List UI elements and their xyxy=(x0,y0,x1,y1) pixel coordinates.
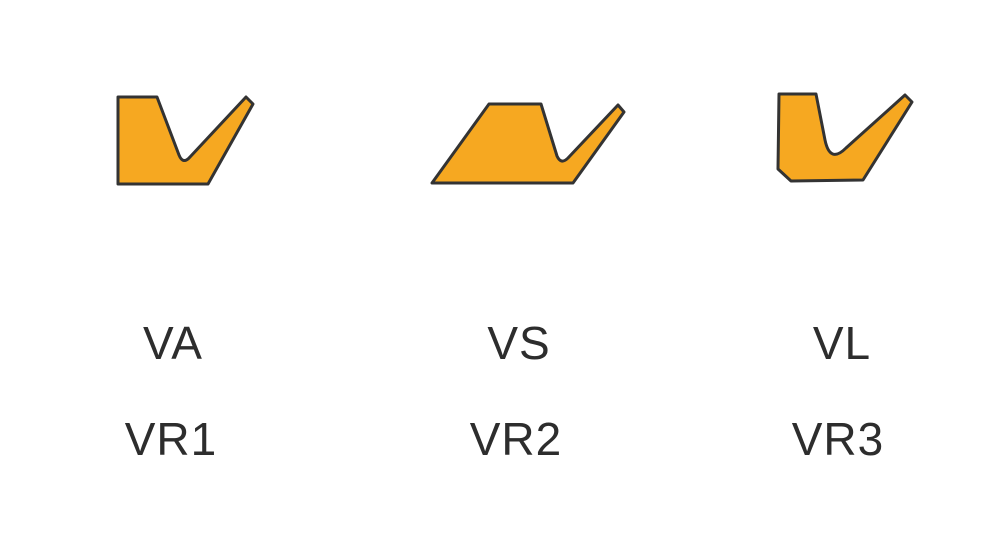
series-label-vr1: VR1 xyxy=(124,413,218,465)
vs-seal-profile-shape xyxy=(430,102,626,185)
type-label-va: VA xyxy=(143,317,203,369)
series-label-vr3: VR3 xyxy=(791,413,885,465)
vl-seal-profile-shape xyxy=(776,92,914,183)
type-label-vl: VL xyxy=(812,317,872,369)
va-seal-profile-shape xyxy=(116,95,255,186)
vl-profile-path xyxy=(776,92,914,183)
series-label-vr2: VR2 xyxy=(469,413,563,465)
type-label-vs: VS xyxy=(487,317,551,369)
va-profile-path xyxy=(116,95,255,186)
vs-profile-path xyxy=(430,102,626,185)
